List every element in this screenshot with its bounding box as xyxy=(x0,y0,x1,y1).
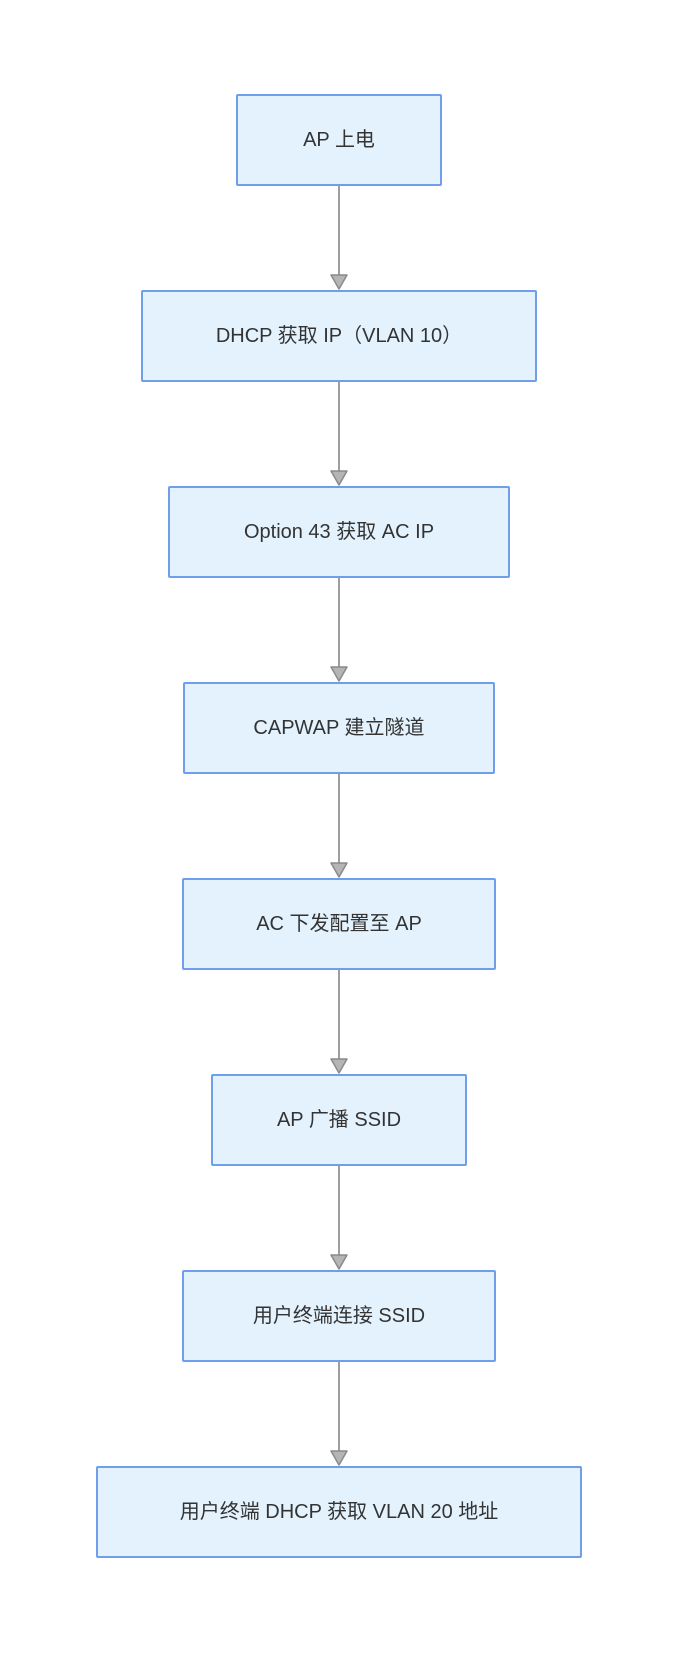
node-label: AP 广播 SSID xyxy=(276,1109,402,1131)
flow-arrow-3 xyxy=(330,578,348,682)
node-label: 用户终端 DHCP 获取 VLAN 20 地址 xyxy=(179,1501,499,1523)
flow-node-option43-get-ac-ip: Option 43 获取 AC IP xyxy=(168,486,510,578)
node-label: Option 43 获取 AC IP xyxy=(243,521,435,543)
node-label: AC 下发配置至 AP xyxy=(256,913,422,935)
flow-node-client-dhcp-vlan20: 用户终端 DHCP 获取 VLAN 20 地址 xyxy=(96,1466,582,1558)
flow-node-ac-push-config: AC 下发配置至 AP xyxy=(182,878,496,970)
flow-node-ap-broadcast-ssid: AP 广播 SSID xyxy=(211,1074,467,1166)
arrow-line xyxy=(338,1362,340,1451)
arrow-line xyxy=(338,970,340,1059)
flow-node-capwap-tunnel: CAPWAP 建立隧道 xyxy=(183,682,495,774)
flow-node-ap-power-on: AP 上电 xyxy=(236,94,442,186)
arrow-line xyxy=(338,382,340,471)
arrow-head-icon xyxy=(330,470,348,486)
arrow-line xyxy=(338,1166,340,1255)
node-label: DHCP 获取 IP（VLAN 10） xyxy=(215,325,463,347)
arrow-line xyxy=(338,578,340,667)
node-label: CAPWAP 建立隧道 xyxy=(253,717,425,739)
flow-arrow-1 xyxy=(330,186,348,290)
node-label: AP 上电 xyxy=(303,129,375,151)
flowchart-canvas: AP 上电 DHCP 获取 IP（VLAN 10） Option 43 获取 A… xyxy=(96,94,582,1558)
arrow-head-icon xyxy=(330,666,348,682)
flow-node-client-connect-ssid: 用户终端连接 SSID xyxy=(182,1270,496,1362)
arrow-line xyxy=(338,774,340,863)
arrow-head-icon xyxy=(330,274,348,290)
flow-arrow-7 xyxy=(330,1362,348,1466)
arrow-head-icon xyxy=(330,1058,348,1074)
node-label: 用户终端连接 SSID xyxy=(252,1305,426,1327)
flow-arrow-2 xyxy=(330,382,348,486)
arrow-line xyxy=(338,186,340,275)
flow-arrow-6 xyxy=(330,1166,348,1270)
arrow-head-icon xyxy=(330,1254,348,1270)
flow-arrow-4 xyxy=(330,774,348,878)
arrow-head-icon xyxy=(330,862,348,878)
arrow-head-icon xyxy=(330,1450,348,1466)
flow-arrow-5 xyxy=(330,970,348,1074)
flow-node-dhcp-get-ip: DHCP 获取 IP（VLAN 10） xyxy=(141,290,537,382)
